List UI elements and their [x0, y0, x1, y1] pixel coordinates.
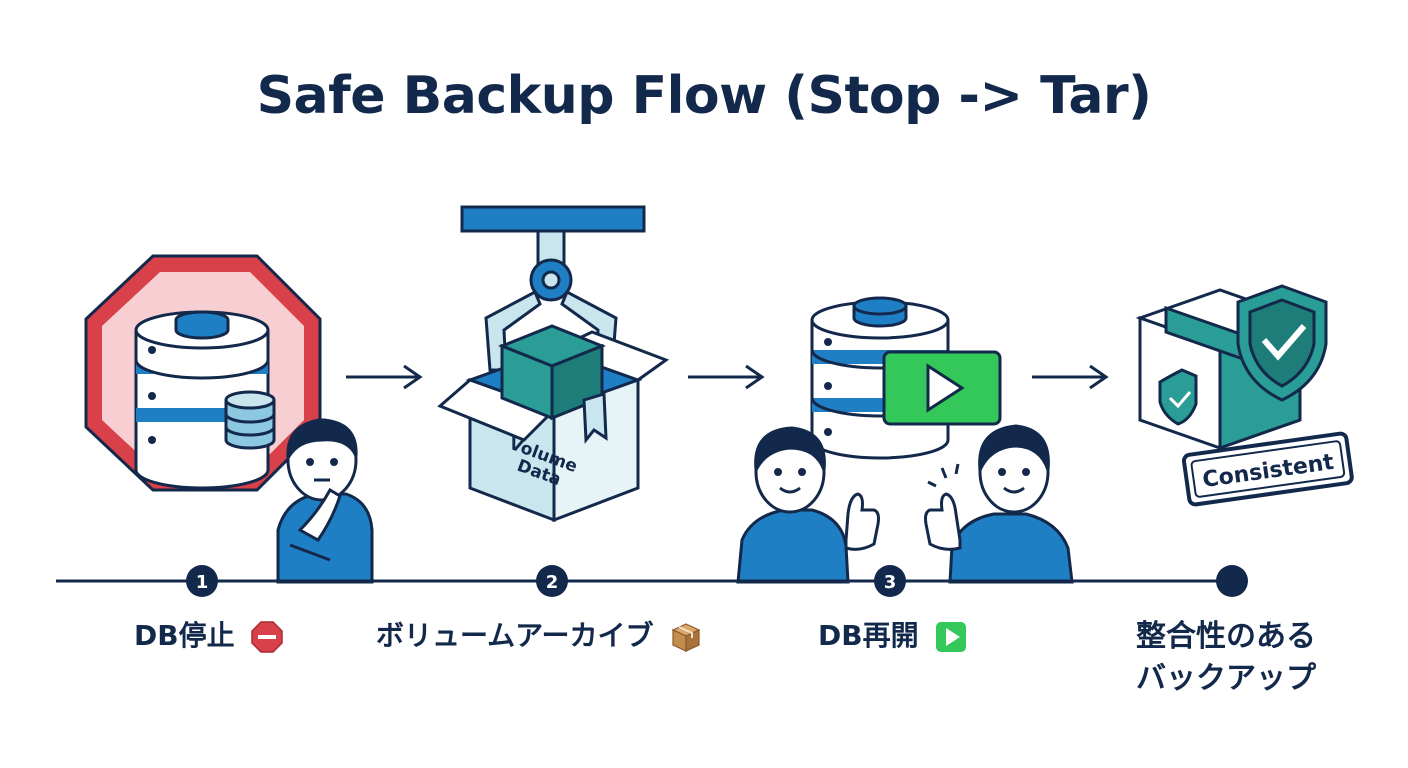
stop-sign-icon — [251, 621, 284, 653]
step-2-number: 2 — [546, 572, 559, 593]
final-label-line1: 整合性のある — [1136, 619, 1316, 654]
thumbs-up-person-right — [924, 424, 1074, 584]
step-1-number: 1 — [196, 572, 209, 593]
page-title: Safe Backup Flow (Stop -> Tar) — [256, 66, 1152, 126]
crane-box-illustration — [437, 205, 670, 523]
arrow-1-icon — [346, 364, 423, 390]
package-icon — [671, 623, 701, 652]
step-3-marker — [874, 565, 906, 597]
final-label-line2: バックアップ — [1136, 661, 1316, 696]
secured-box-shield-illustration — [1135, 284, 1354, 507]
step-2-label-row: ボリュームアーカイブ — [376, 614, 703, 654]
timeline — [56, 565, 1248, 597]
final-marker — [1216, 565, 1248, 597]
play-button-icon — [936, 622, 967, 652]
step-3-label: DB再開 — [818, 619, 919, 652]
step-1-label-row: DB停止 — [134, 614, 284, 654]
arrow-3-icon — [1032, 364, 1109, 390]
step-3-label-row: DB再開 — [818, 614, 968, 654]
step-1-label: DB停止 — [134, 619, 235, 652]
database-play-illustration — [810, 296, 1002, 460]
stop-sign-database-illustration — [84, 254, 322, 492]
step-1-marker — [186, 565, 218, 597]
step-2-marker — [536, 565, 568, 597]
thumbs-up-person-left — [736, 426, 880, 584]
arrow-2-icon — [688, 364, 765, 390]
step-2-label: ボリュームアーカイブ — [376, 619, 654, 652]
thinking-person-illustration — [276, 418, 374, 584]
step-3-number: 3 — [884, 572, 897, 593]
final-result-label: 整合性のある バックアップ — [1136, 616, 1336, 700]
